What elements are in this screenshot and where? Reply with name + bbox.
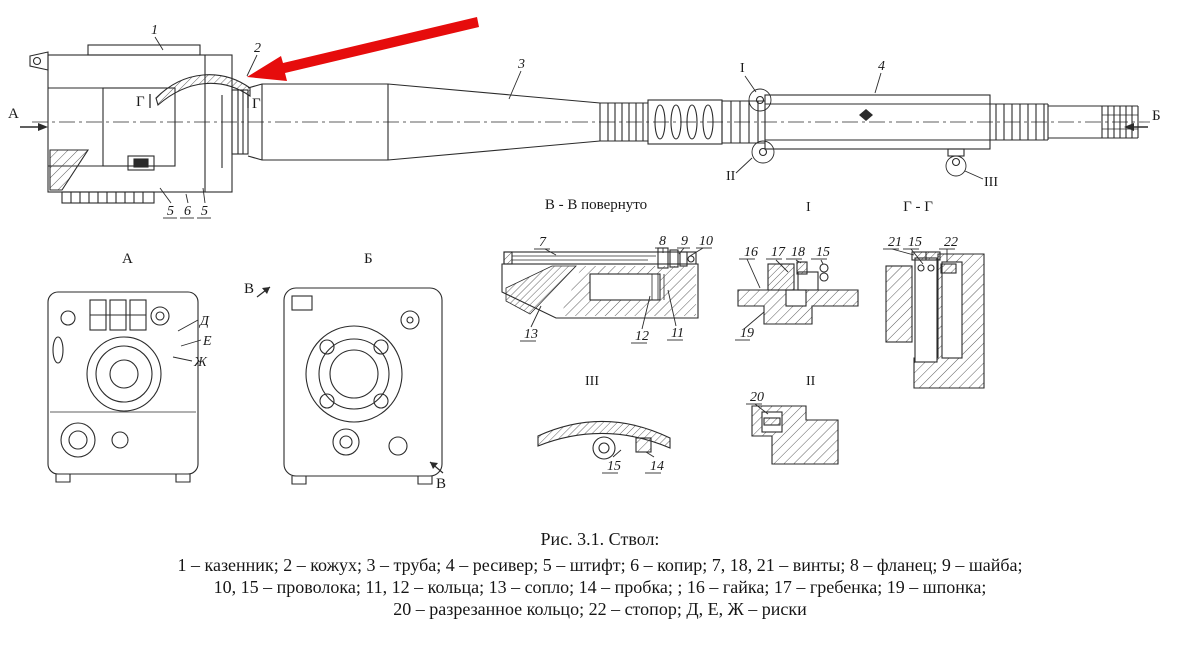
section-vv-title: В - В повернуто bbox=[545, 197, 647, 213]
callout-5b: 5 bbox=[201, 204, 208, 219]
detail-marker-i: I bbox=[740, 61, 745, 76]
view-b: Б В В bbox=[244, 251, 446, 492]
section-iii: III 15 14 bbox=[537, 374, 671, 474]
detail-marker-iii: III bbox=[984, 175, 998, 190]
legend-line-1: 1 – казенник; 2 – кожух; 3 – труба; 4 – … bbox=[177, 555, 1023, 575]
callout-15-i: 15 bbox=[816, 245, 830, 260]
main-assembly-view: А Б bbox=[8, 17, 1161, 219]
figure-title: Рис. 3.1. Ствол: bbox=[540, 529, 660, 549]
callout-14: 14 bbox=[650, 459, 664, 474]
receiver bbox=[764, 94, 991, 150]
section-i-title: I bbox=[806, 200, 811, 215]
callout-8: 8 bbox=[659, 234, 666, 249]
callout-13: 13 bbox=[524, 327, 538, 342]
risk-mark-d: Д bbox=[198, 314, 210, 329]
section-v-mark-bottom: В bbox=[436, 476, 446, 492]
barrel-tube bbox=[231, 83, 1139, 177]
callout-2: 2 bbox=[254, 41, 261, 56]
section-ii: II 20 bbox=[746, 374, 839, 465]
callout-11: 11 bbox=[671, 326, 684, 341]
section-v-mark-top: В bbox=[244, 281, 254, 297]
main-callouts: 1 2 3 4 5 6 5 I II III bbox=[151, 23, 998, 219]
callout-16: 16 bbox=[744, 245, 758, 260]
risk-mark-zh: Ж bbox=[193, 355, 208, 370]
callout-21: 21 bbox=[888, 235, 902, 250]
callout-18: 18 bbox=[791, 245, 805, 260]
callout-5a: 5 bbox=[167, 204, 174, 219]
detail-marker-ii: II bbox=[726, 169, 736, 184]
section-ii-title: II bbox=[806, 374, 816, 389]
callout-9: 9 bbox=[681, 234, 688, 249]
breech-block bbox=[29, 44, 233, 204]
figure-caption: Рис. 3.1. Ствол: 1 – казенник; 2 – кожух… bbox=[0, 528, 1200, 620]
view-direction-a-label: А bbox=[8, 106, 19, 122]
view-b-title: Б bbox=[364, 251, 373, 267]
risk-mark-e: Е bbox=[202, 334, 212, 349]
section-g-mark-right: Г bbox=[252, 96, 261, 112]
view-a-title: А bbox=[122, 251, 133, 267]
section-i: I 16 17 18 15 19 bbox=[735, 200, 859, 341]
legend-line-2: 10, 15 – проволока; 11, 12 – кольца; 13 … bbox=[213, 577, 987, 597]
callout-12: 12 bbox=[635, 329, 649, 344]
section-vv: В - В повернуто 7 8 9 10 13 bbox=[501, 197, 713, 344]
callout-10: 10 bbox=[699, 234, 713, 249]
view-direction-b-label: Б bbox=[1152, 108, 1161, 124]
callout-4: 4 bbox=[878, 59, 885, 74]
section-iii-title: III bbox=[585, 374, 599, 389]
technical-drawing: А Б bbox=[8, 17, 1161, 492]
callout-15-gg: 15 bbox=[908, 235, 922, 250]
view-a: А Д Е Ж bbox=[47, 251, 212, 483]
section-g-mark-left: Г bbox=[136, 94, 145, 110]
callout-17: 17 bbox=[771, 245, 786, 260]
callout-7: 7 bbox=[539, 235, 547, 250]
callout-19: 19 bbox=[740, 326, 754, 341]
section-gg: Г - Г 21 15 22 bbox=[883, 199, 985, 389]
callout-20: 20 bbox=[750, 390, 764, 405]
legend-line-3: 20 – разрезанное кольцо; 22 – стопор; Д,… bbox=[393, 599, 807, 619]
callout-3: 3 bbox=[517, 57, 525, 72]
callout-15-iii: 15 bbox=[607, 459, 621, 474]
view-a-arrowhead bbox=[38, 123, 48, 131]
cover-part bbox=[155, 74, 251, 106]
callout-1: 1 bbox=[151, 23, 158, 38]
callout-6: 6 bbox=[184, 204, 191, 219]
red-annotation-arrow bbox=[247, 17, 479, 81]
section-gg-title: Г - Г bbox=[903, 199, 933, 215]
callout-22: 22 bbox=[944, 235, 958, 250]
